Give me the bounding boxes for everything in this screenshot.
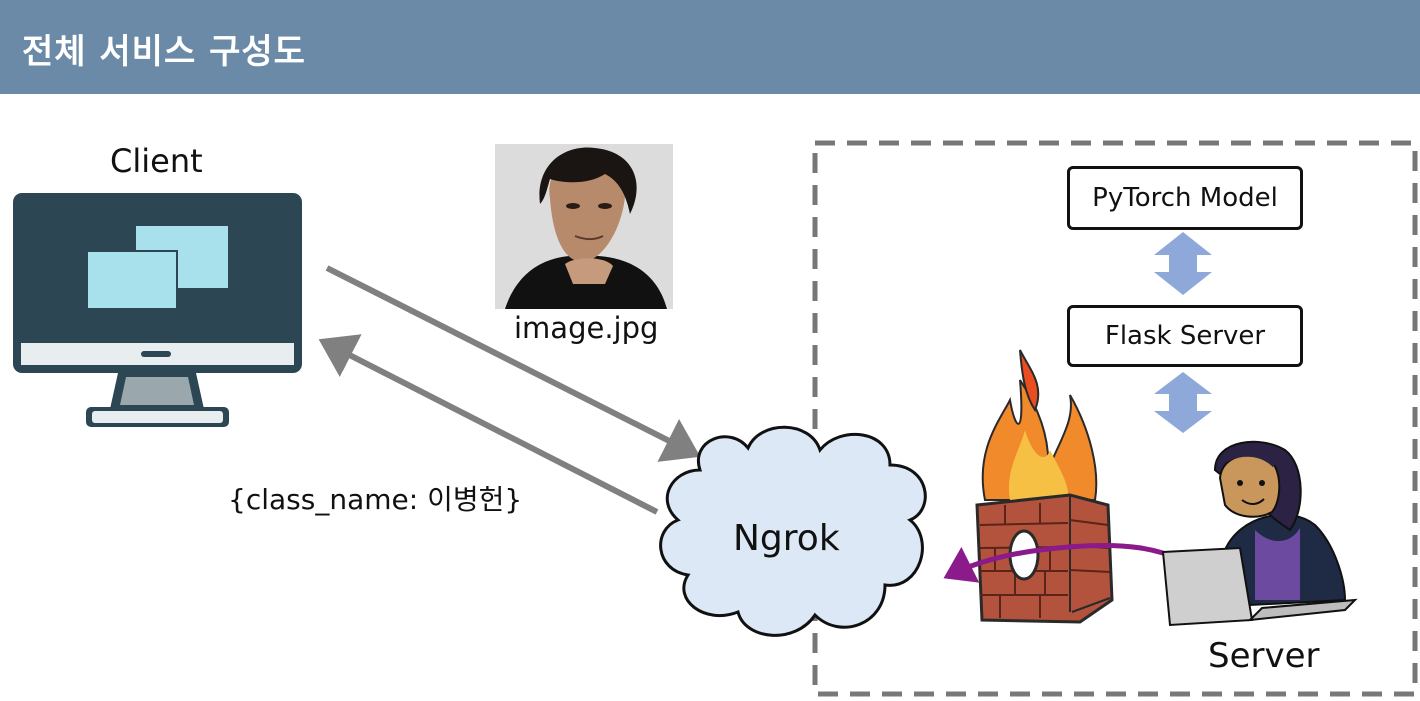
ngrok-label: Ngrok <box>733 518 840 559</box>
server-label: Server <box>1208 636 1320 676</box>
request-arrow <box>325 265 701 462</box>
double-arrow-icon <box>1154 232 1212 295</box>
page-title: 전체 서비스 구성도 <box>22 32 306 72</box>
server-boundary <box>812 140 1418 697</box>
monitor-icon <box>13 193 302 427</box>
pytorch-model-box: PyTorch Model <box>1067 166 1303 230</box>
response-arrow <box>318 334 659 515</box>
image-caption: image.jpg <box>514 311 659 345</box>
double-arrow-icon <box>1154 372 1212 433</box>
header-bar: 전체 서비스 구성도 <box>0 0 1420 94</box>
sample-image-thumbnail <box>495 144 673 309</box>
response-payload-text: {class_name: 이병헌} <box>228 483 523 516</box>
cloud-icon <box>659 425 927 637</box>
firewall-icon <box>975 349 1114 624</box>
portrait-image <box>495 144 673 309</box>
client-label: Client <box>110 142 203 180</box>
flask-server-box: Flask Server <box>1067 305 1303 367</box>
pytorch-model-label: PyTorch Model <box>1092 183 1278 213</box>
flask-server-label: Flask Server <box>1104 321 1266 351</box>
developer-icon <box>1161 440 1358 627</box>
